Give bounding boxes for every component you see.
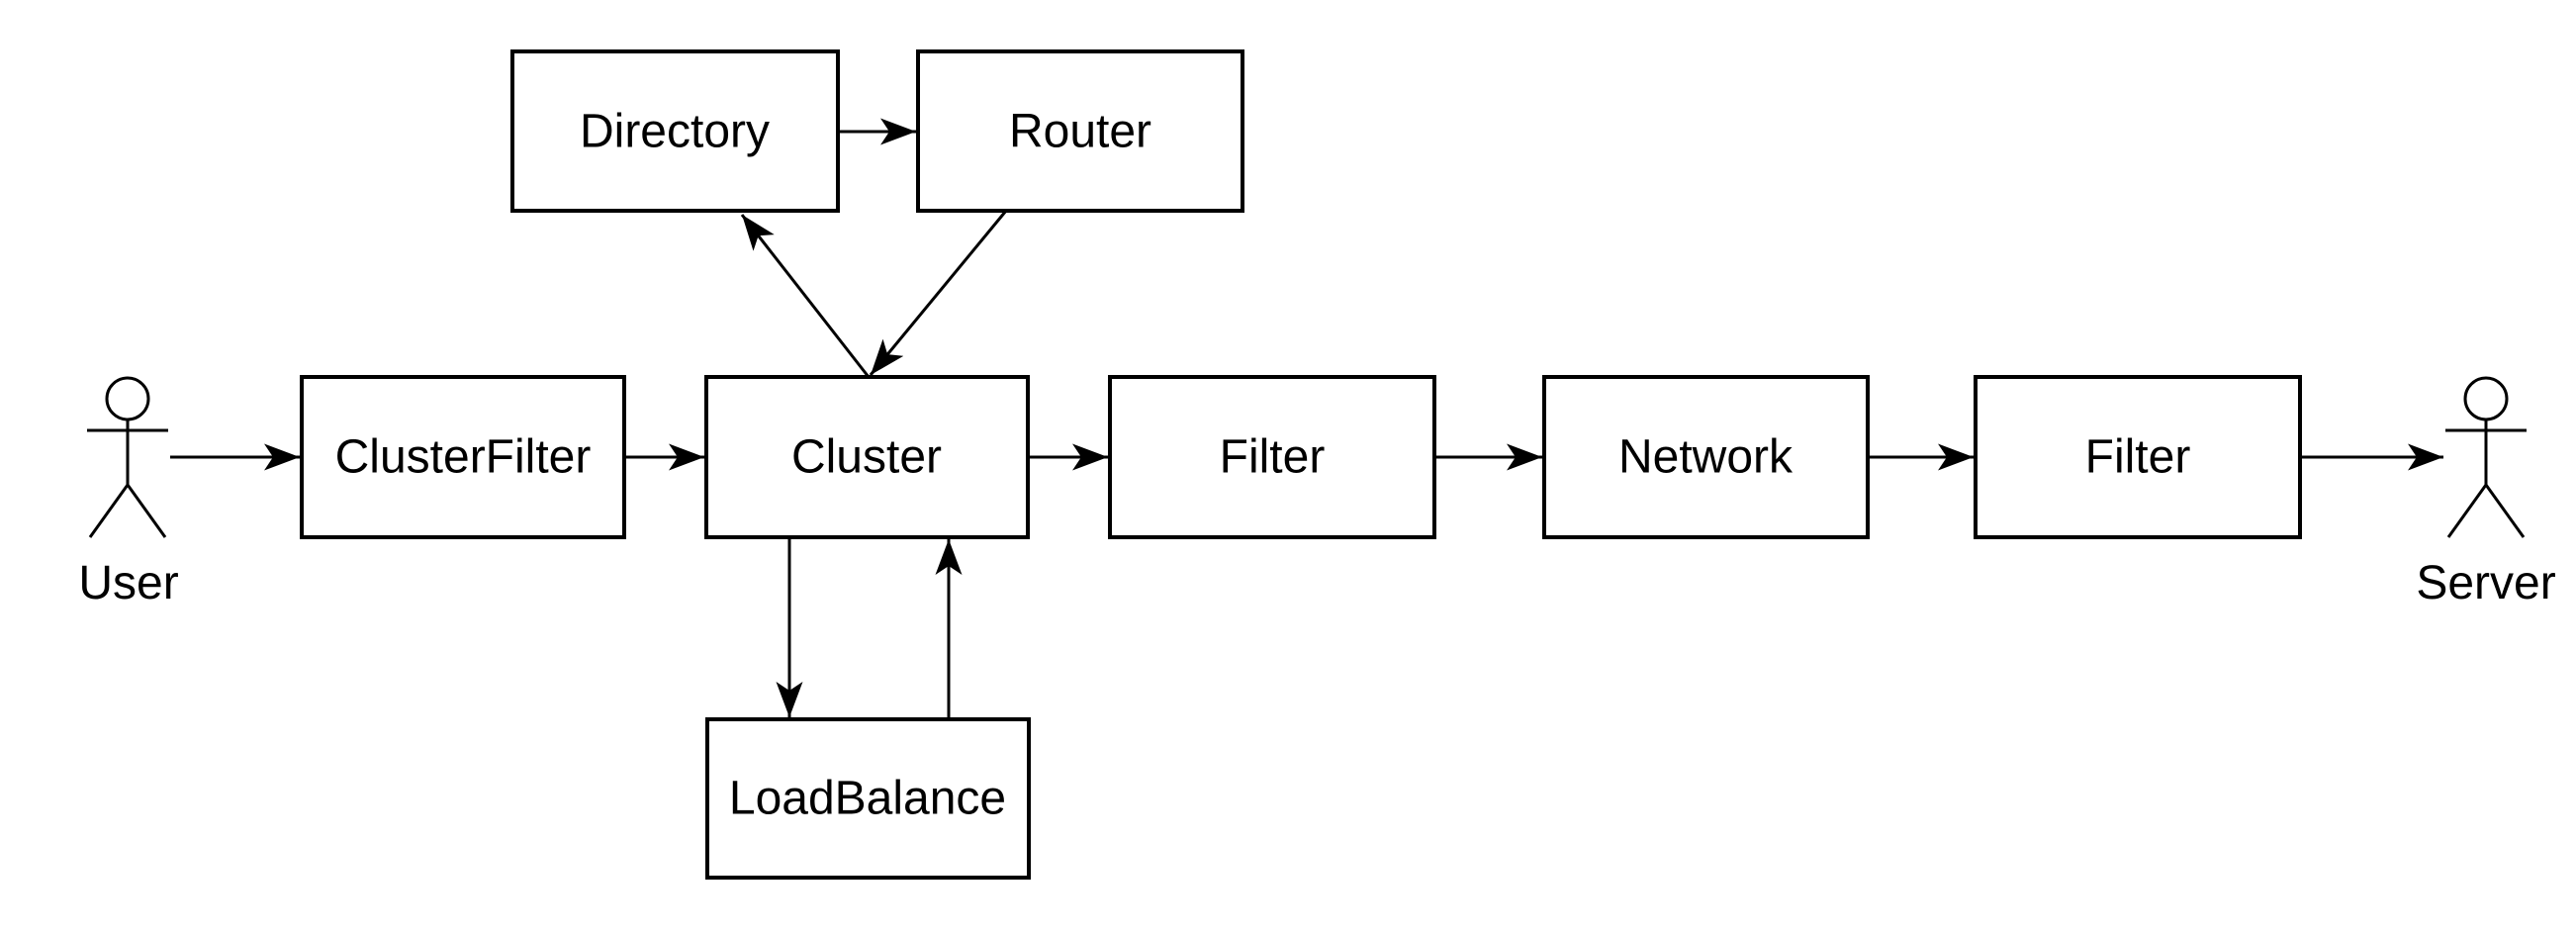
edge-router-to-cluster xyxy=(869,210,1008,376)
filter-out-label: Filter xyxy=(2085,431,2191,484)
directory-box xyxy=(510,49,840,213)
node-load-balance: LoadBalance xyxy=(705,717,1031,880)
edge-cluster-to-directory xyxy=(740,214,871,378)
actor-server: Server xyxy=(2416,376,2556,609)
node-network: Network xyxy=(1542,375,1870,539)
user-label: User xyxy=(78,557,178,609)
server-leg-right xyxy=(2484,484,2526,538)
user-leg-right xyxy=(126,484,167,538)
user-leg-left xyxy=(88,484,130,538)
edges-layer xyxy=(170,118,2443,719)
network-label: Network xyxy=(1618,431,1794,484)
router-label: Router xyxy=(1009,106,1151,158)
cluster-filter-label: ClusterFilter xyxy=(335,431,592,484)
node-router: Router xyxy=(916,49,1244,213)
server-leg-left xyxy=(2446,484,2488,538)
filter-out-box xyxy=(1974,375,2302,539)
network-box xyxy=(1542,375,1870,539)
cluster-filter-box xyxy=(300,375,626,539)
filter-in-label: Filter xyxy=(1220,431,1326,484)
node-cluster-filter: ClusterFilter xyxy=(300,375,626,539)
user-head xyxy=(105,376,150,421)
load-balance-label: LoadBalance xyxy=(729,773,1006,825)
server-head xyxy=(2463,376,2509,421)
directory-label: Directory xyxy=(580,106,770,158)
filter-in-box xyxy=(1108,375,1436,539)
cluster-box xyxy=(704,375,1030,539)
node-filter-out: Filter xyxy=(1974,375,2302,539)
load-balance-box xyxy=(705,717,1031,880)
node-directory: Directory xyxy=(510,49,840,213)
router-box xyxy=(916,49,1244,213)
node-cluster: Cluster xyxy=(704,375,1030,539)
server-label: Server xyxy=(2416,557,2555,609)
cluster-label: Cluster xyxy=(791,431,942,484)
node-filter-in: Filter xyxy=(1108,375,1436,539)
actor-user: User xyxy=(78,376,179,609)
